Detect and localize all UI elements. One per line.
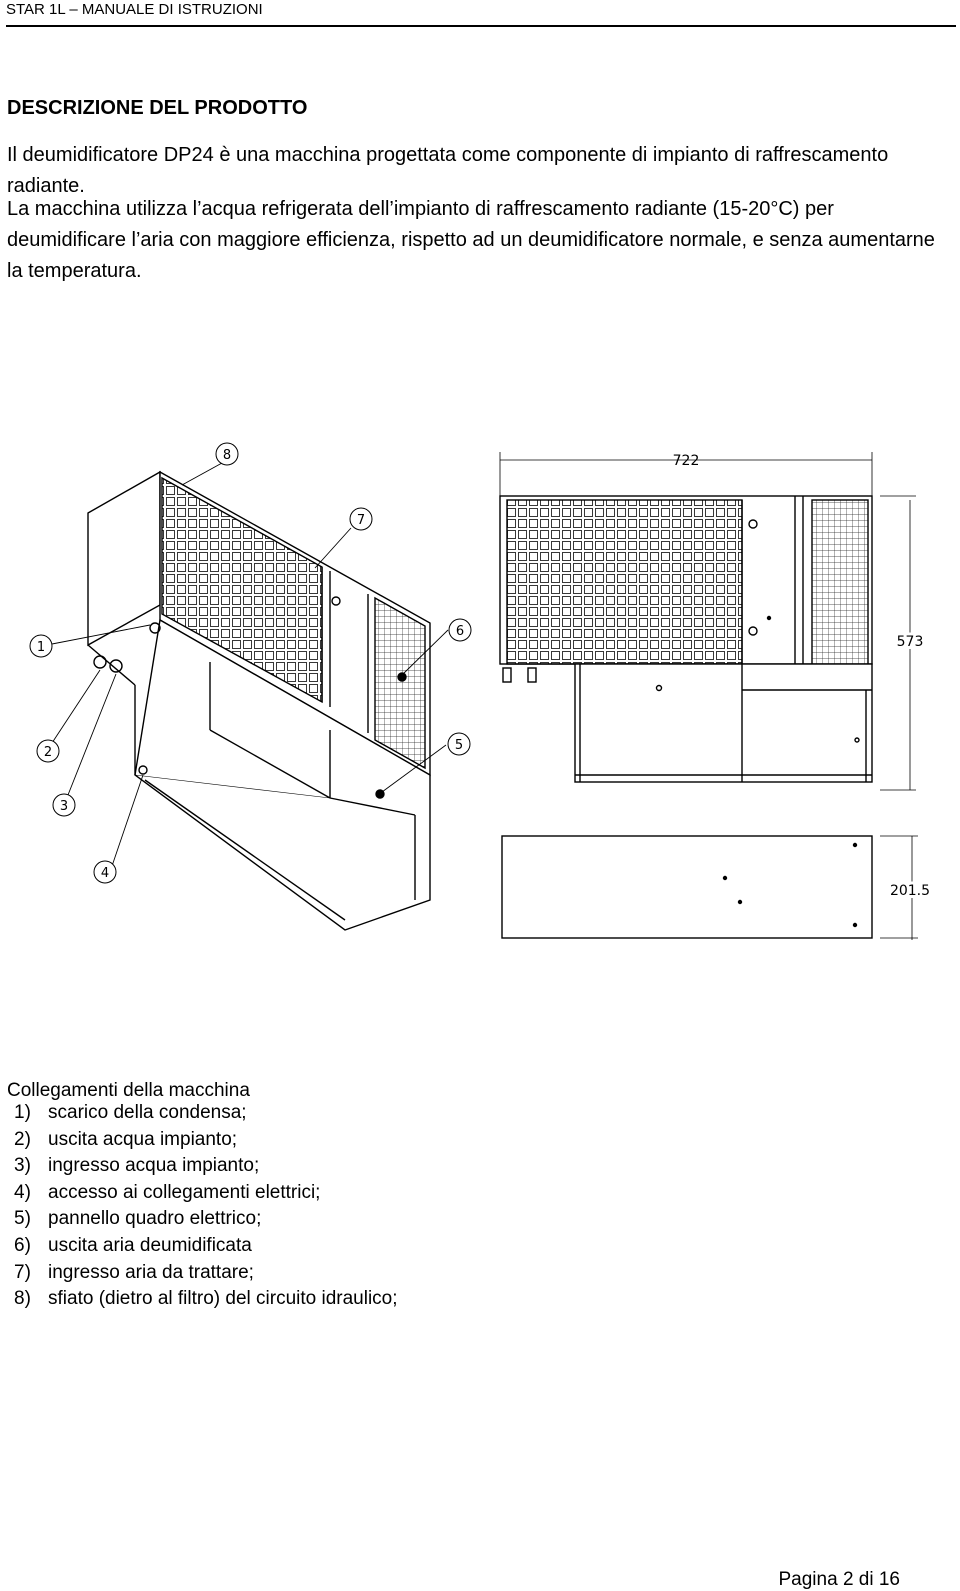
list-item-text: ingresso aria da trattare;	[48, 1261, 254, 1283]
technical-drawing: 1 2 3 4 5 6 7 8	[29, 442, 933, 940]
callout-6-label: 6	[456, 624, 464, 639]
connections-list: 1) scarico della condensa; 2) uscita acqua…	[14, 1100, 398, 1313]
list-item-text: uscita acqua impianto;	[48, 1128, 238, 1150]
list-item-number: 2)	[14, 1128, 31, 1150]
connections-title: Collegamenti della macchina	[7, 1080, 250, 1101]
list-item: 5) pannello quadro elettrico;	[14, 1206, 398, 1233]
description-paragraph: La macchina utilizza l’acqua refrigerata…	[7, 198, 935, 282]
list-item-number: 5)	[14, 1208, 31, 1230]
dimension-depth: 201.5	[890, 883, 930, 899]
list-item: 7) ingresso aria da trattare;	[14, 1260, 398, 1287]
callout-5: 5	[447, 732, 471, 756]
list-item-text: sfiato (dietro al filtro) del circuito i…	[48, 1288, 398, 1310]
list-item: 3) ingresso acqua impianto;	[14, 1153, 398, 1180]
list-item-number: 8)	[14, 1288, 31, 1310]
list-item-number: 1)	[14, 1102, 31, 1123]
list-item-number: 3)	[14, 1155, 31, 1177]
page-number: Pagina 2 di 16	[778, 1569, 901, 1590]
isometric-view	[49, 462, 449, 931]
list-item-number: 4)	[14, 1181, 31, 1203]
list-item-text: uscita aria deumidificata	[48, 1234, 252, 1256]
callout-1: 1	[29, 634, 53, 658]
list-item-text: scarico della condensa;	[48, 1102, 247, 1123]
list-item-text: pannello quadro elettrico;	[48, 1208, 262, 1230]
top-view	[501, 835, 918, 940]
list-item-text: accesso ai collegamenti elettrici;	[48, 1181, 321, 1203]
list-item-text: ingresso acqua impianto;	[48, 1155, 260, 1177]
callout-7-label: 7	[357, 513, 365, 528]
list-item-number: 7)	[14, 1261, 31, 1283]
list-item: 8) sfiato (dietro al filtro) del circuito…	[14, 1286, 398, 1313]
callout-5-label: 5	[455, 738, 463, 753]
callout-3-label: 3	[60, 799, 68, 814]
dimension-width: 722	[673, 453, 700, 469]
list-item: 2) uscita acqua impianto;	[14, 1127, 398, 1154]
list-item-number: 6)	[14, 1234, 31, 1256]
section-title: DESCRIZIONE DEL PRODOTTO	[7, 97, 308, 119]
callout-1-label: 1	[37, 640, 45, 655]
callout-4-label: 4	[101, 866, 109, 881]
callout-8-label: 8	[223, 448, 231, 463]
callout-8: 8	[215, 442, 239, 466]
callout-6: 6	[448, 618, 472, 642]
intro-paragraph: Il deumidificatore DP24 è una macchina p…	[7, 144, 889, 197]
page-header: STAR 1L – MANUALE DI ISTRUZIONI	[6, 0, 956, 27]
list-item: 1) scarico della condensa;	[14, 1100, 398, 1127]
callout-3: 3	[52, 793, 76, 817]
dimension-height: 573	[897, 634, 924, 650]
callout-7: 7	[349, 507, 373, 531]
callout-2: 2	[36, 739, 60, 763]
callout-4: 4	[93, 860, 117, 884]
front-view	[499, 452, 916, 791]
list-item: 6) uscita aria deumidificata	[14, 1233, 398, 1260]
callout-2-label: 2	[44, 745, 52, 760]
list-item: 4) accesso ai collegamenti elettrici;	[14, 1180, 398, 1207]
manual-title: STAR 1L – MANUALE DI ISTRUZIONI	[6, 1, 263, 18]
